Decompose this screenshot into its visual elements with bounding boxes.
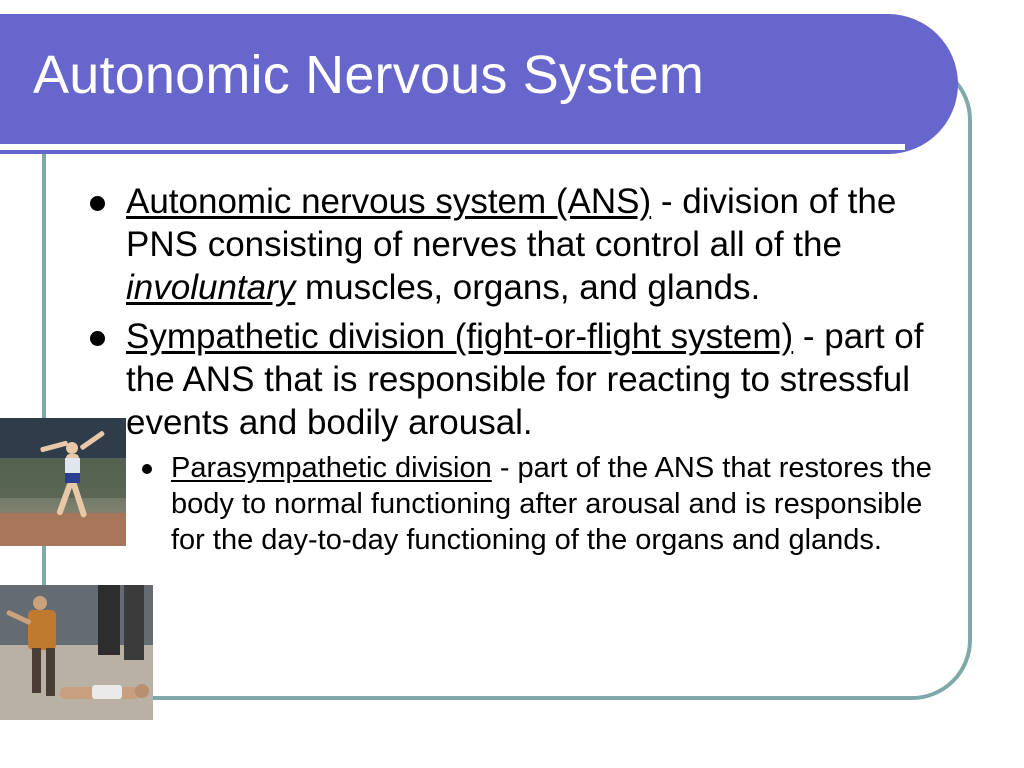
photo-exhausted-runner [0, 585, 153, 720]
bullet-text: - part of the ANS that is responsible fo… [126, 317, 924, 442]
sub-bullet-parasympathetic: Parasympathetic division - part of the A… [126, 450, 944, 558]
bullet-ans: Autonomic nervous system (ANS) - divisio… [84, 180, 944, 309]
sub-bullet-dot [142, 464, 152, 474]
sub-bullet-text: - part of the ANS that restores the body… [171, 452, 932, 556]
emphasis-involuntary: involuntary [126, 268, 296, 307]
exhausted-runner-illustration [0, 585, 153, 720]
photo-runner-celebrating [0, 418, 126, 546]
term-sympathetic: Sympathetic division (fight-or-flight sy… [126, 317, 794, 356]
slide-content: Autonomic nervous system (ANS) - divisio… [84, 180, 944, 558]
term-ans: Autonomic nervous system (ANS) [126, 182, 652, 221]
term-parasympathetic: Parasympathetic division [171, 452, 492, 484]
bullet-dot [90, 196, 105, 211]
page-title: Autonomic Nervous System [33, 45, 705, 105]
bullet-text: - division of the PNS consisting of nerv… [126, 182, 897, 264]
title-bar [0, 14, 958, 154]
title-underline [0, 144, 905, 150]
bullet-dot [90, 331, 105, 346]
bullet-text: muscles, organs, and glands. [295, 268, 761, 307]
bullet-sympathetic: Sympathetic division (fight-or-flight sy… [84, 315, 944, 444]
runner-celebrating-illustration [0, 418, 126, 546]
